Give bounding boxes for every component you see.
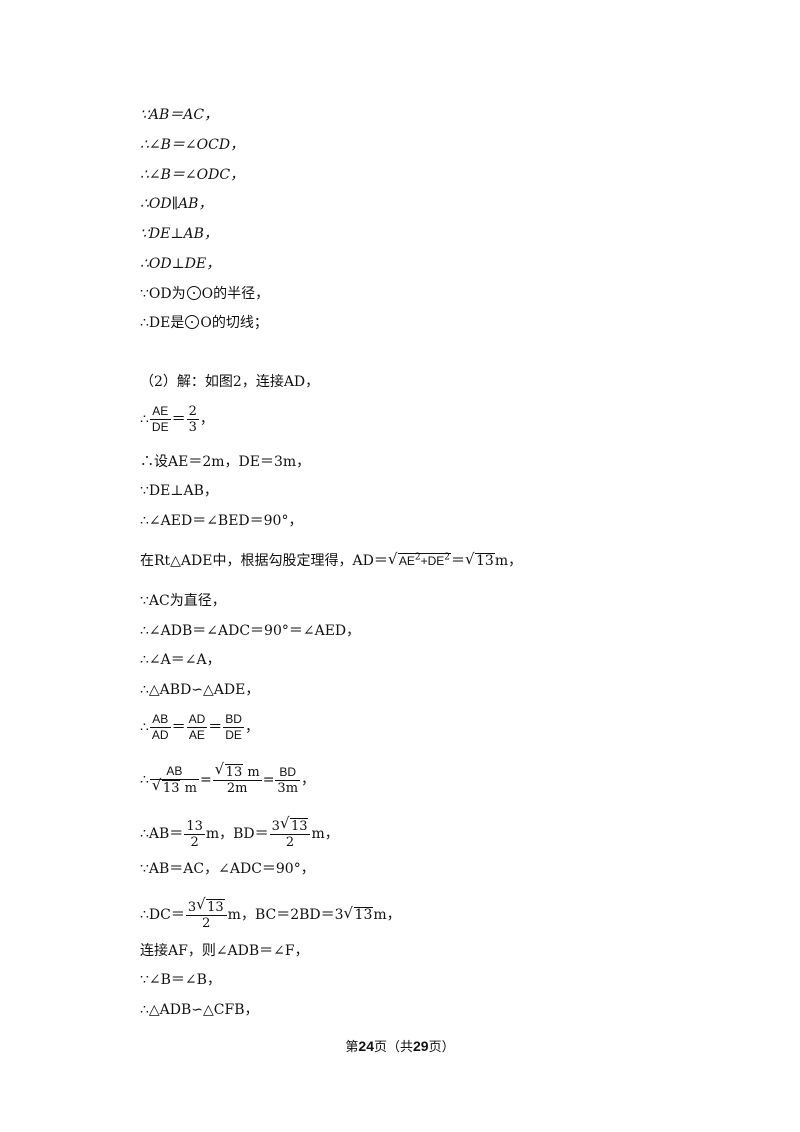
proof-line-15: ∵AC为直径， <box>140 593 226 609</box>
proof-line-18: ∴△ABD∽△ADE， <box>140 682 260 698</box>
proof-line-4: ∴OD∥AB， <box>140 196 213 212</box>
circle-dot-symbol <box>186 286 201 300</box>
proof-line-26: ∴△ADB∽△CFB， <box>140 1002 259 1018</box>
proof-line-2: ∴∠B＝∠OCD， <box>140 137 245 153</box>
proof-line-3: ∴∠B＝∠ODC， <box>140 167 245 183</box>
proof-line-24: 连接AF，则∠ADB＝∠F， <box>140 943 309 959</box>
proof-line-6: ∴OD⊥DE， <box>140 256 221 272</box>
proof-line-5: ∵DE⊥AB， <box>140 226 218 242</box>
proof-line-13: ∴∠AED＝∠BED＝90°， <box>140 513 303 529</box>
proof-line-22: ∵AB＝AC，∠ADC＝90°， <box>140 861 315 877</box>
proof-line-17: ∴∠A＝∠A， <box>140 652 221 668</box>
page-number-footer: 第24页（共29页） <box>345 1038 455 1055</box>
proof-line-16: ∴∠ADB＝∠ADC＝90°＝∠AED， <box>140 623 361 639</box>
proof-line-11: ∴设AE＝2m，DE＝3m， <box>140 454 311 470</box>
proof-line-25: ∵∠B＝∠B， <box>140 972 221 988</box>
dc-bc-values-line: ∴DC＝3132m，BC＝2BD＝313m， <box>140 897 401 931</box>
proof-line-12: ∵DE⊥AB， <box>140 483 218 499</box>
pythagoras-line: 在Rt△ADE中，根据勾股定理得，AD＝AE2+DE2＝13m， <box>140 550 522 570</box>
proof-line-1: ∵AB＝AC， <box>140 107 219 123</box>
part2-heading: （2）解：如图2，连接AD， <box>140 374 320 390</box>
circle-dot-symbol <box>185 315 200 329</box>
